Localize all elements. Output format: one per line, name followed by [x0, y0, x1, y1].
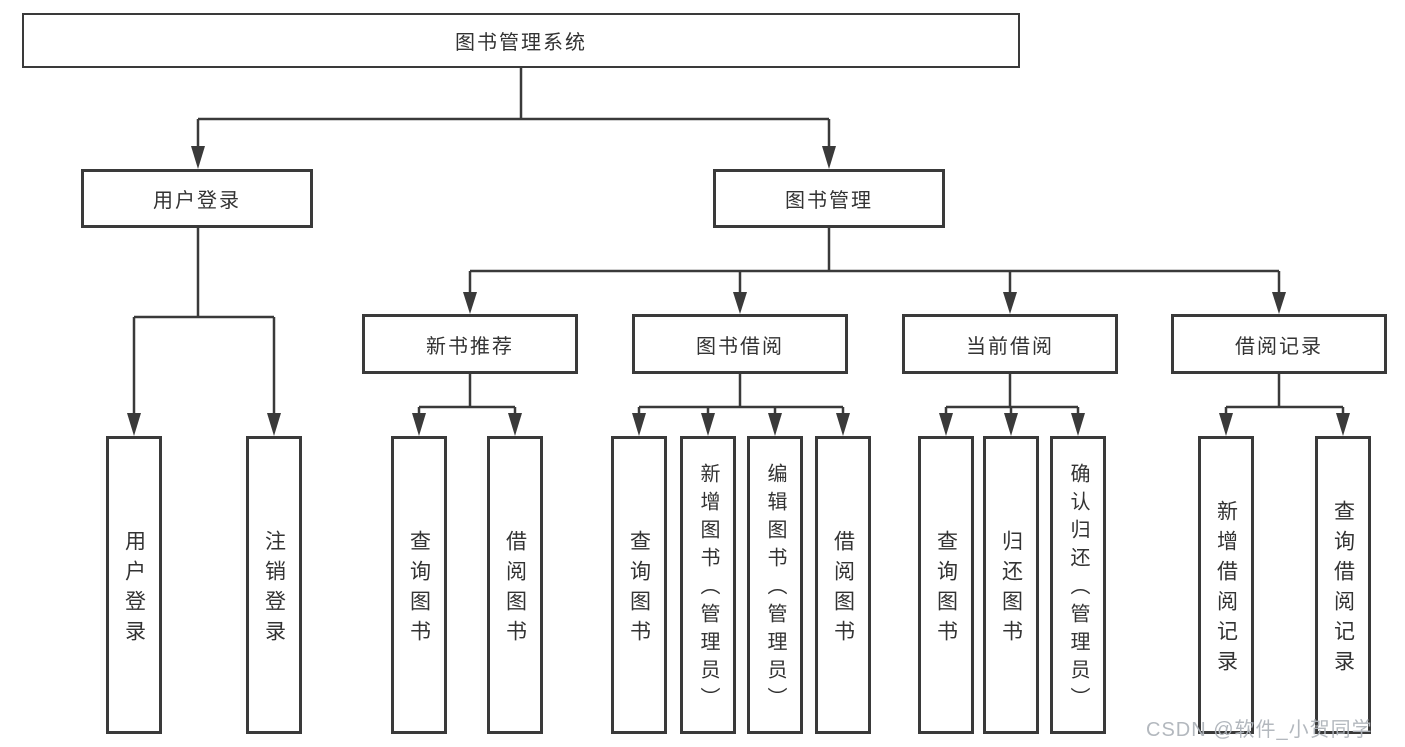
- leaf-label: 查询借阅记录: [1331, 499, 1355, 680]
- node-user-login: 用户登录: [81, 169, 313, 228]
- node-label: 借阅记录: [1235, 335, 1323, 358]
- node-borrowing-records: 借阅记录: [1171, 314, 1387, 374]
- leaf-logout: 注销登录: [246, 436, 302, 734]
- leaf-add-book-admin: 新增图书（管理员）: [680, 436, 736, 734]
- node-library-management-system: 图书管理系统: [22, 13, 1020, 68]
- node-label: 图书借阅: [696, 335, 784, 358]
- leaf-label: 查询图书: [627, 529, 651, 650]
- leaf-borrow-books: 借阅图书: [487, 436, 543, 734]
- leaf-label: 新增借阅记录: [1214, 499, 1238, 680]
- leaf-label: 用户登录: [122, 529, 146, 650]
- leaf-label: 借阅图书: [503, 529, 527, 650]
- leaf-label: 查询图书: [934, 529, 958, 650]
- csdn-watermark: CSDN @软件_小贺同学: [1146, 719, 1373, 741]
- leaf-edit-book-admin: 编辑图书（管理员）: [747, 436, 803, 734]
- node-label: 图书管理系统: [455, 32, 587, 54]
- leaf-label: 借阅图书: [831, 529, 855, 650]
- leaf-add-borrow-record: 新增借阅记录: [1198, 436, 1254, 734]
- node-new-book-recommendation: 新书推荐: [362, 314, 578, 374]
- leaf-user-login: 用户登录: [106, 436, 162, 734]
- leaf-query-borrow-record: 查询借阅记录: [1315, 436, 1371, 734]
- leaf-label: 确认归还（管理员）: [1067, 463, 1089, 715]
- node-book-management: 图书管理: [713, 169, 945, 228]
- leaf-label: 新增图书（管理员）: [697, 463, 719, 715]
- leaf-query-books: 查询图书: [918, 436, 974, 734]
- leaf-label: 查询图书: [407, 529, 431, 650]
- leaf-label: 编辑图书（管理员）: [764, 463, 786, 715]
- leaf-query-books: 查询图书: [611, 436, 667, 734]
- node-label: 新书推荐: [426, 335, 514, 358]
- leaf-confirm-return-admin: 确认归还（管理员）: [1050, 436, 1106, 734]
- node-current-borrowing: 当前借阅: [902, 314, 1118, 374]
- leaf-label: 归还图书: [999, 529, 1023, 650]
- node-label: 图书管理: [785, 190, 873, 212]
- leaf-borrow-books: 借阅图书: [815, 436, 871, 734]
- leaf-return-books: 归还图书: [983, 436, 1039, 734]
- node-book-borrowing: 图书借阅: [632, 314, 848, 374]
- leaf-query-books: 查询图书: [391, 436, 447, 734]
- node-label: 用户登录: [153, 190, 241, 212]
- node-label: 当前借阅: [966, 335, 1054, 358]
- leaf-label: 注销登录: [262, 529, 286, 650]
